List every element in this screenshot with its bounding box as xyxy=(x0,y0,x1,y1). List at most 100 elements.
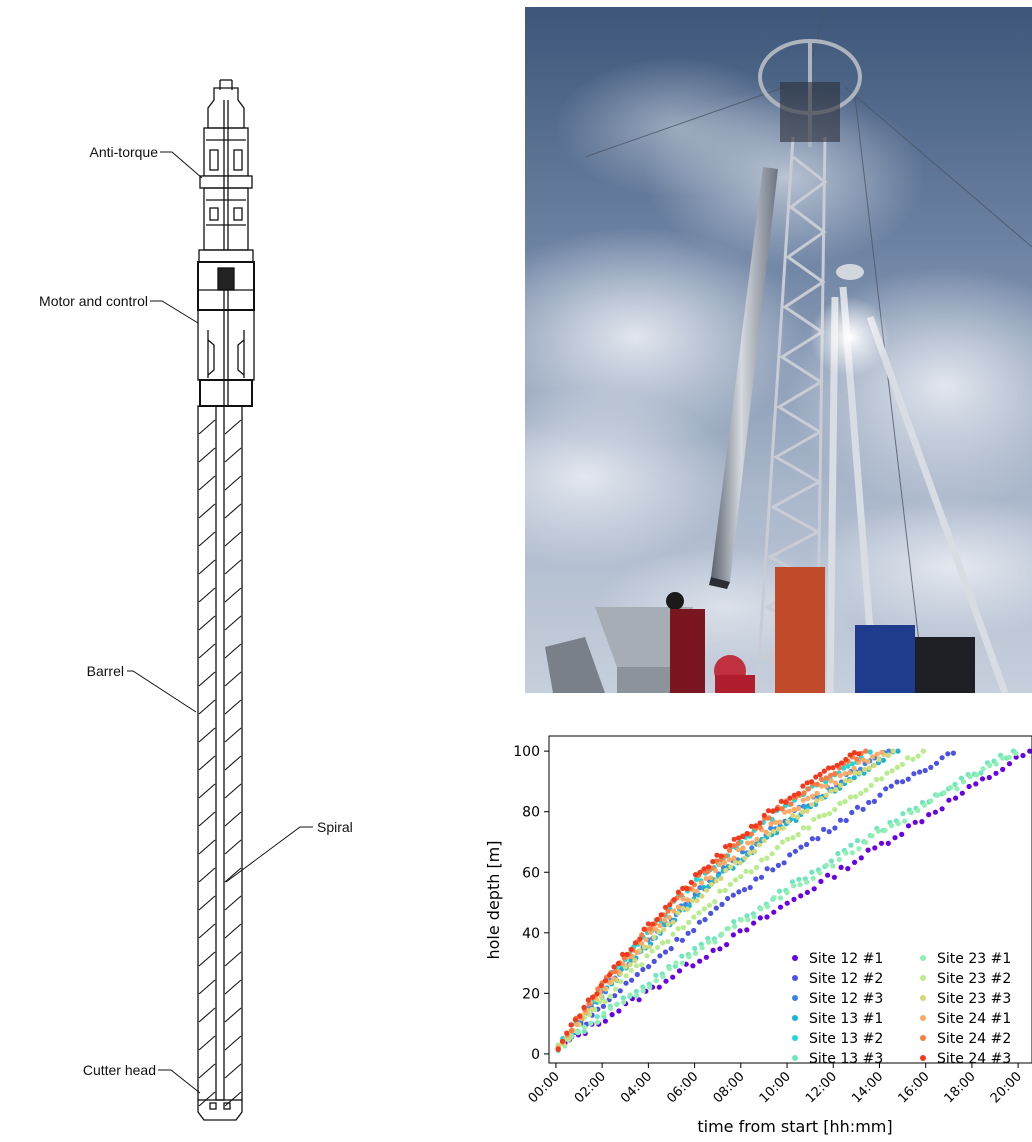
data-point xyxy=(702,917,708,923)
data-point xyxy=(846,770,852,776)
data-point xyxy=(775,862,781,868)
data-point xyxy=(954,786,960,792)
data-point xyxy=(836,856,842,863)
data-point xyxy=(600,1003,606,1009)
data-point xyxy=(712,939,718,945)
data-point xyxy=(690,963,696,969)
data-point xyxy=(640,966,646,973)
legend-label: Site 13 #1 xyxy=(809,1011,883,1027)
data-point xyxy=(915,807,921,814)
data-point xyxy=(842,778,849,784)
data-point xyxy=(633,988,639,995)
data-point xyxy=(611,976,617,982)
data-point xyxy=(890,748,896,754)
data-point xyxy=(871,762,877,768)
legend-marker xyxy=(792,1015,798,1021)
data-point xyxy=(879,776,885,782)
data-point xyxy=(884,770,890,776)
data-point xyxy=(726,847,733,853)
data-point xyxy=(751,914,757,920)
data-point xyxy=(745,917,751,923)
data-point xyxy=(656,984,662,990)
data-point xyxy=(858,855,864,861)
data-point xyxy=(680,885,686,891)
data-point xyxy=(823,779,829,785)
data-point xyxy=(817,771,823,778)
data-point xyxy=(816,813,822,820)
data-point xyxy=(854,838,860,844)
y-axis-label: hole depth [m] xyxy=(484,840,503,959)
data-point xyxy=(614,1001,620,1007)
data-point xyxy=(832,770,838,777)
data-point xyxy=(629,977,635,983)
data-point xyxy=(708,910,714,916)
data-point xyxy=(586,1001,592,1007)
data-point xyxy=(574,1021,580,1027)
data-point xyxy=(799,809,805,815)
data-point xyxy=(699,945,705,951)
data-point xyxy=(744,927,750,933)
data-point xyxy=(577,1013,583,1019)
data-point xyxy=(723,867,729,873)
data-point xyxy=(748,831,754,837)
data-point xyxy=(837,773,843,779)
data-point xyxy=(590,994,596,1000)
data-point xyxy=(922,767,928,774)
data-point xyxy=(691,914,697,920)
data-point xyxy=(847,778,853,784)
data-point xyxy=(705,864,712,870)
data-point xyxy=(761,812,767,818)
data-point xyxy=(662,949,669,955)
data-point xyxy=(611,964,617,970)
data-point xyxy=(878,840,885,846)
data-point xyxy=(789,879,795,885)
data-point xyxy=(959,790,965,796)
data-point xyxy=(742,855,748,861)
legend-label: Site 24 #2 xyxy=(937,1031,1011,1047)
data-point xyxy=(602,978,609,984)
y-tick-label: 80 xyxy=(522,805,540,821)
data-point xyxy=(788,801,794,807)
data-point xyxy=(680,896,686,902)
legend-marker xyxy=(920,955,926,961)
data-point xyxy=(874,751,880,757)
data-point xyxy=(675,910,681,916)
data-point xyxy=(667,902,673,908)
data-point xyxy=(805,786,812,792)
data-point xyxy=(832,806,838,813)
data-point xyxy=(685,930,691,936)
data-point xyxy=(740,845,746,851)
data-point xyxy=(704,887,710,893)
legend-label: Site 12 #1 xyxy=(809,951,883,967)
data-point xyxy=(885,840,891,846)
data-point xyxy=(911,771,917,777)
data-point xyxy=(693,876,699,882)
data-point xyxy=(670,919,676,925)
data-point xyxy=(826,811,833,817)
data-point xyxy=(749,845,755,851)
data-point xyxy=(766,815,772,821)
data-point xyxy=(805,795,811,802)
data-point xyxy=(724,942,730,948)
data-point xyxy=(945,751,951,757)
data-point xyxy=(712,899,718,905)
data-point xyxy=(699,893,705,899)
data-point xyxy=(1000,755,1006,761)
data-point xyxy=(796,805,802,811)
data-point xyxy=(685,897,691,903)
legend-marker xyxy=(792,1055,798,1061)
data-point xyxy=(772,819,779,825)
data-point xyxy=(654,916,660,923)
ground-equipment xyxy=(545,567,975,693)
data-point xyxy=(607,993,613,999)
data-point xyxy=(668,946,674,952)
spiral xyxy=(198,419,242,1107)
data-point xyxy=(869,833,875,839)
data-point xyxy=(869,754,876,760)
scatter-points xyxy=(555,748,1032,1054)
data-point xyxy=(640,984,646,990)
data-point xyxy=(731,919,737,925)
data-point xyxy=(771,828,777,834)
data-point xyxy=(665,908,671,914)
